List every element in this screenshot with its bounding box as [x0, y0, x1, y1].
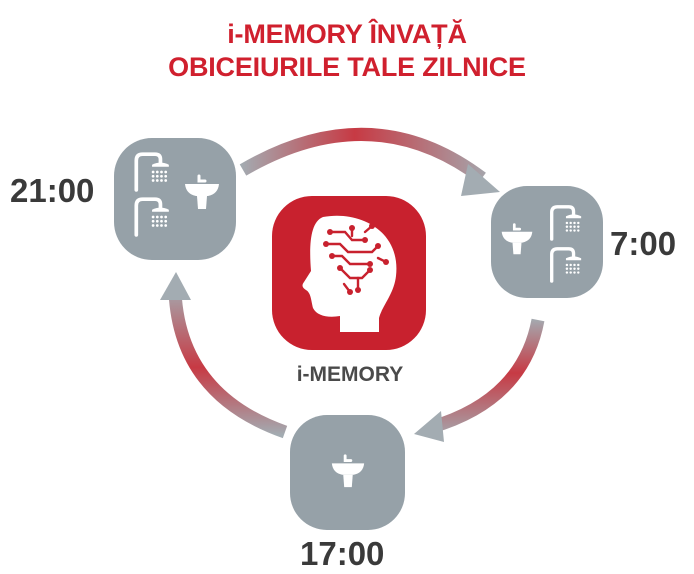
node-7-00 [491, 186, 603, 298]
time-label-17-00: 17:00 [300, 535, 385, 572]
time-label-21-00: 21:00 [10, 172, 95, 209]
title-line-2: OBICEIURILE TALE ZILNICE [168, 52, 526, 82]
node-21-00 [114, 138, 236, 260]
diagram-title: i-MEMORY ÎNVAȚĂ OBICEIURILE TALE ZILNICE [0, 18, 694, 84]
node-17-00 [290, 415, 405, 530]
arrow-21-to-7 [239, 127, 500, 196]
brain-circuit-head-icon [272, 196, 426, 350]
center-label: i-MEMORY [296, 363, 404, 386]
arrow-7-to-17 [414, 318, 545, 442]
title-line-1: i-MEMORY ÎNVAȚĂ [227, 19, 467, 49]
time-label-7-00: 7:00 [610, 225, 677, 262]
arrow-17-to-21 [160, 272, 288, 439]
